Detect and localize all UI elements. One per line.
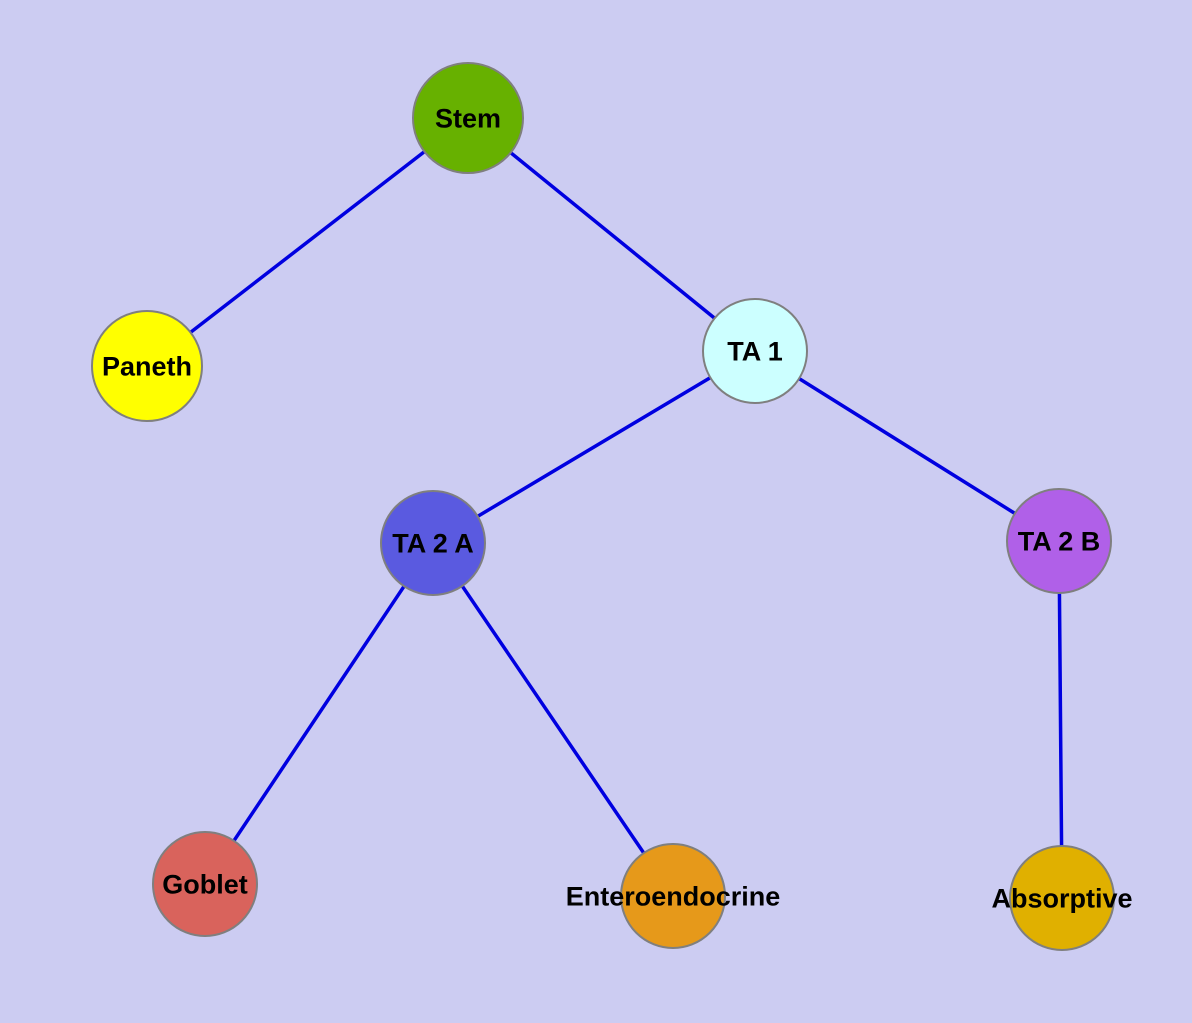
- node-paneth[interactable]: Paneth: [91, 310, 203, 422]
- node-circle-ta2a[interactable]: [380, 490, 486, 596]
- edge-layer: [145, 116, 1064, 900]
- node-goblet[interactable]: Goblet: [152, 831, 258, 937]
- node-ta2b[interactable]: TA 2 B: [1006, 488, 1112, 594]
- node-circle-absorptive[interactable]: [1009, 845, 1115, 951]
- edge-stem-to-paneth: [145, 116, 470, 368]
- node-ta1[interactable]: TA 1: [702, 298, 808, 404]
- node-stem[interactable]: Stem: [412, 62, 524, 174]
- node-circle-goblet[interactable]: [152, 831, 258, 937]
- node-circle-ta2b[interactable]: [1006, 488, 1112, 594]
- node-circle-ta1[interactable]: [702, 298, 808, 404]
- edge-ta1-to-ta2a: [431, 349, 757, 545]
- edge-ta1-to-ta2b: [753, 349, 1061, 543]
- node-circle-paneth[interactable]: [91, 310, 203, 422]
- edge-ta2a-to-goblet: [203, 541, 435, 886]
- edge-stem-to-ta1: [466, 116, 757, 353]
- edge-ta2a-to-enteroendocrine: [431, 541, 675, 898]
- edge-ta2b-to-absorptive: [1057, 539, 1064, 900]
- node-circle-enteroendocrine[interactable]: [620, 843, 726, 949]
- node-circle-stem[interactable]: [412, 62, 524, 174]
- node-ta2a[interactable]: TA 2 A: [380, 490, 486, 596]
